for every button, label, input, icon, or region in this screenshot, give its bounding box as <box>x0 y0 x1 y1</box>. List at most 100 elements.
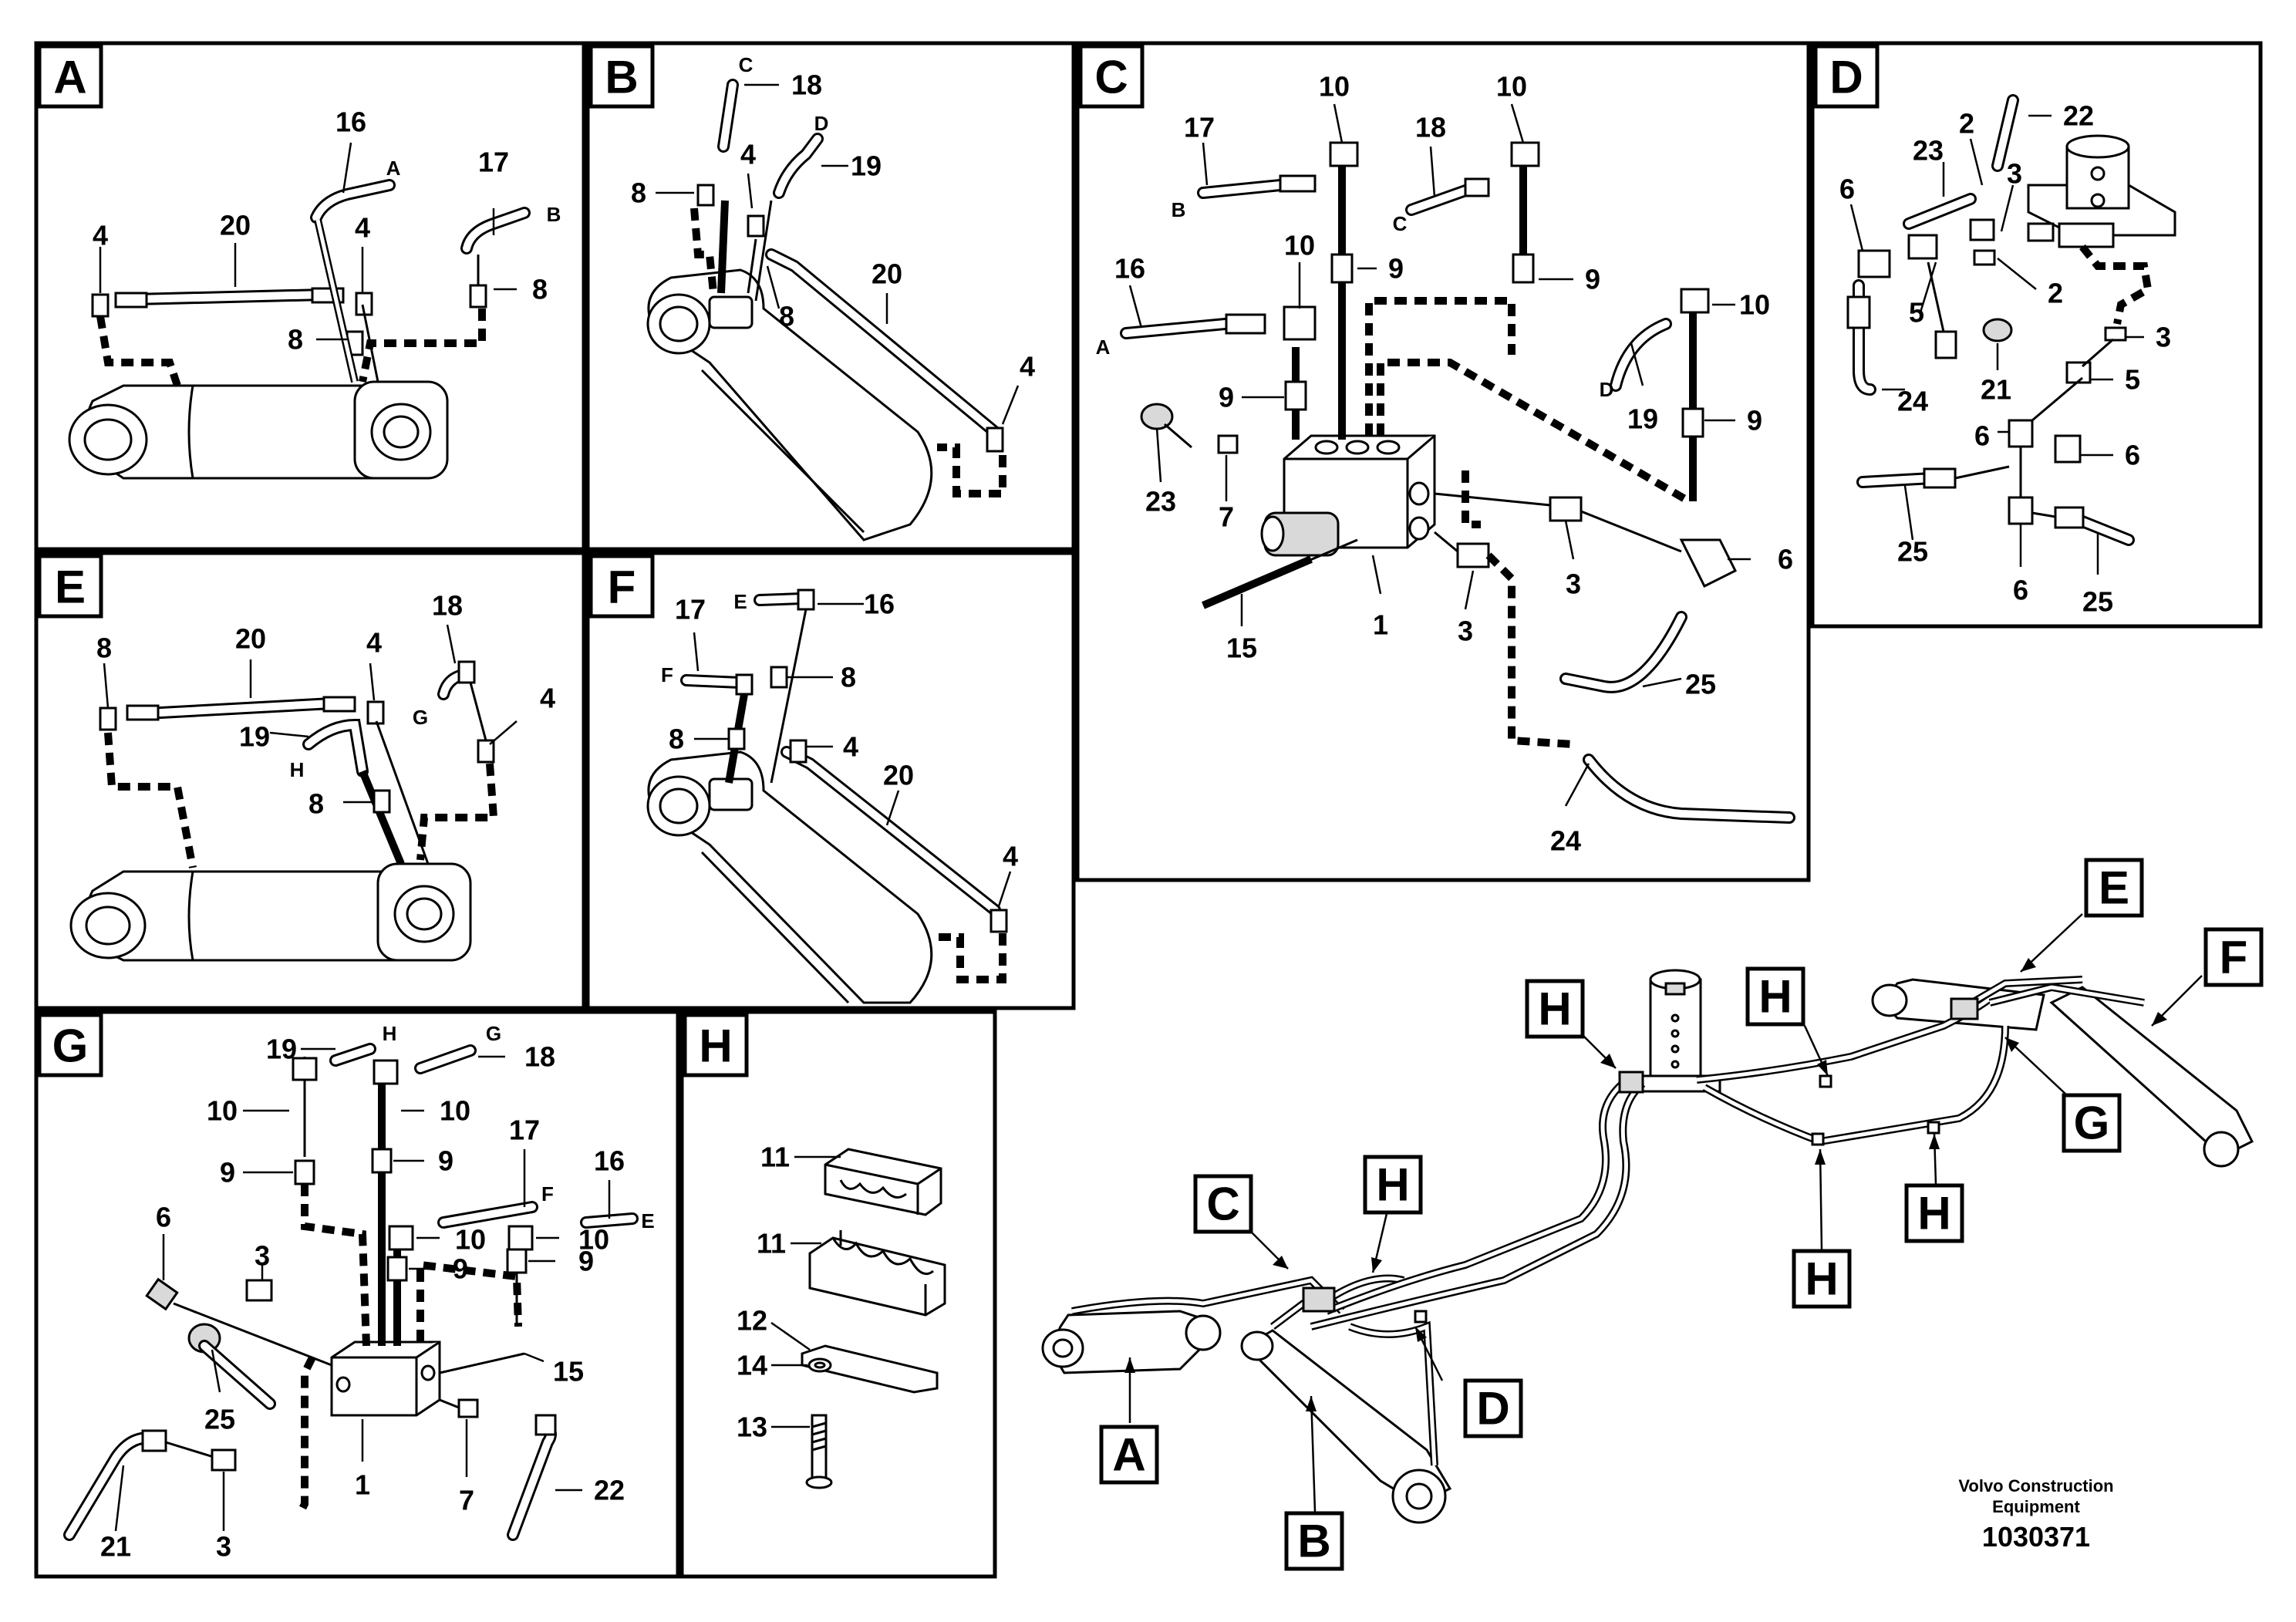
svg-text:9: 9 <box>1747 405 1762 437</box>
svg-text:E: E <box>55 561 86 613</box>
svg-text:9: 9 <box>453 1253 468 1285</box>
svg-text:21: 21 <box>100 1531 131 1563</box>
svg-text:14: 14 <box>737 1350 767 1381</box>
svg-text:20: 20 <box>883 760 914 791</box>
svg-text:17: 17 <box>675 594 706 626</box>
svg-text:24: 24 <box>1550 825 1581 857</box>
svg-text:8: 8 <box>96 632 112 664</box>
panel-g-frame <box>34 1010 680 1579</box>
svg-text:18: 18 <box>791 69 822 101</box>
svg-text:4: 4 <box>366 627 382 659</box>
svg-text:G: G <box>52 1020 89 1072</box>
svg-text:10: 10 <box>1496 71 1527 103</box>
svg-text:F: F <box>541 1182 554 1206</box>
panel-label-e: E <box>37 554 103 619</box>
svg-text:C: C <box>1393 212 1408 235</box>
svg-text:13: 13 <box>737 1411 767 1443</box>
svg-text:19: 19 <box>239 721 270 753</box>
svg-text:E: E <box>2099 862 2129 914</box>
svg-text:H: H <box>1758 971 1792 1023</box>
svg-text:B: B <box>1297 1516 1330 1567</box>
svg-text:10: 10 <box>1284 230 1315 261</box>
svg-text:10: 10 <box>578 1224 609 1256</box>
svg-text:H: H <box>1538 983 1571 1035</box>
svg-text:D: D <box>1829 52 1863 103</box>
svg-text:17: 17 <box>1184 112 1215 143</box>
panel-label-f: F <box>588 554 655 619</box>
overview-callout-h5: H <box>1904 1133 1964 1243</box>
panel-label-g: G <box>37 1013 103 1077</box>
svg-text:F: F <box>608 561 636 613</box>
svg-text:D: D <box>814 112 829 135</box>
svg-text:4: 4 <box>740 139 756 170</box>
svg-text:18: 18 <box>1415 112 1446 143</box>
svg-text:G: G <box>2074 1098 2110 1149</box>
svg-text:H: H <box>1376 1159 1409 1211</box>
svg-text:16: 16 <box>335 106 366 138</box>
panel-d-drawing: 22 2 23 3 6 5 2 24 21 3 5 6 6 25 6 25 <box>1839 94 2176 618</box>
svg-text:15: 15 <box>1226 632 1257 664</box>
svg-text:B: B <box>547 203 561 226</box>
overview-callout-d: H <box>1525 979 1617 1069</box>
svg-text:10: 10 <box>1319 71 1350 103</box>
svg-text:25: 25 <box>204 1404 235 1435</box>
svg-text:6: 6 <box>2013 575 2028 606</box>
footer-company-line1: Volvo Construction <box>1958 1476 2113 1496</box>
svg-text:E: E <box>641 1209 654 1233</box>
svg-text:12: 12 <box>737 1305 767 1337</box>
footer-credit: Volvo Construction Equipment 1030371 <box>1958 1476 2113 1553</box>
panel-label-d: D <box>1813 44 1880 109</box>
svg-text:E: E <box>733 590 747 613</box>
svg-text:20: 20 <box>235 623 266 655</box>
svg-text:D: D <box>1600 378 1614 401</box>
svg-text:D: D <box>1476 1383 1509 1435</box>
svg-text:4: 4 <box>1003 841 1018 872</box>
svg-text:16: 16 <box>594 1145 625 1177</box>
panel-label-b: B <box>588 44 655 109</box>
svg-text:G: G <box>413 706 428 729</box>
svg-text:6: 6 <box>1839 174 1855 205</box>
panel-h-drawing: 11 11 12 14 13 <box>737 1141 946 1489</box>
svg-text:3: 3 <box>1458 615 1473 647</box>
overview-callout-h4: H <box>1792 1148 1852 1309</box>
footer-drawing-number: 1030371 <box>1982 1521 2090 1553</box>
svg-text:25: 25 <box>1897 536 1928 568</box>
panel-e-drawing: 8 20 4 18 G 4 19 H 8 <box>69 590 555 962</box>
svg-text:5: 5 <box>2125 364 2140 396</box>
svg-text:6: 6 <box>2125 440 2140 471</box>
svg-text:17: 17 <box>509 1114 540 1146</box>
panel-a-frame <box>34 41 586 551</box>
panel-label-c: C <box>1078 44 1145 109</box>
svg-text:3: 3 <box>255 1240 270 1272</box>
panel-h-frame <box>679 1010 997 1579</box>
svg-text:9: 9 <box>438 1145 453 1177</box>
overview-callout-f: F <box>2151 927 2264 1027</box>
svg-text:2: 2 <box>2048 278 2063 309</box>
svg-text:23: 23 <box>1145 486 1176 518</box>
svg-text:3: 3 <box>2007 158 2022 190</box>
overview-callout-a: A <box>1099 1357 1159 1485</box>
svg-text:22: 22 <box>594 1475 625 1506</box>
svg-text:20: 20 <box>220 210 251 241</box>
svg-text:9: 9 <box>1219 382 1234 413</box>
svg-text:8: 8 <box>288 324 303 356</box>
svg-text:1: 1 <box>1373 609 1388 641</box>
svg-text:11: 11 <box>757 1228 786 1259</box>
svg-text:25: 25 <box>2082 586 2113 618</box>
svg-text:20: 20 <box>872 258 902 290</box>
svg-text:10: 10 <box>440 1095 470 1127</box>
svg-text:6: 6 <box>1778 544 1793 575</box>
svg-text:A: A <box>386 157 401 180</box>
svg-text:4: 4 <box>93 220 108 251</box>
panel-e-frame <box>34 551 586 1010</box>
panel-b-frame <box>585 41 1076 551</box>
svg-text:16: 16 <box>1114 253 1145 285</box>
svg-text:1: 1 <box>355 1469 370 1501</box>
svg-text:3: 3 <box>2156 322 2171 353</box>
overview-callout-h2: D <box>1414 1326 1523 1438</box>
svg-text:9: 9 <box>220 1157 235 1189</box>
svg-text:16: 16 <box>864 588 895 620</box>
svg-text:A: A <box>1096 336 1111 359</box>
svg-text:21: 21 <box>1981 374 2011 406</box>
